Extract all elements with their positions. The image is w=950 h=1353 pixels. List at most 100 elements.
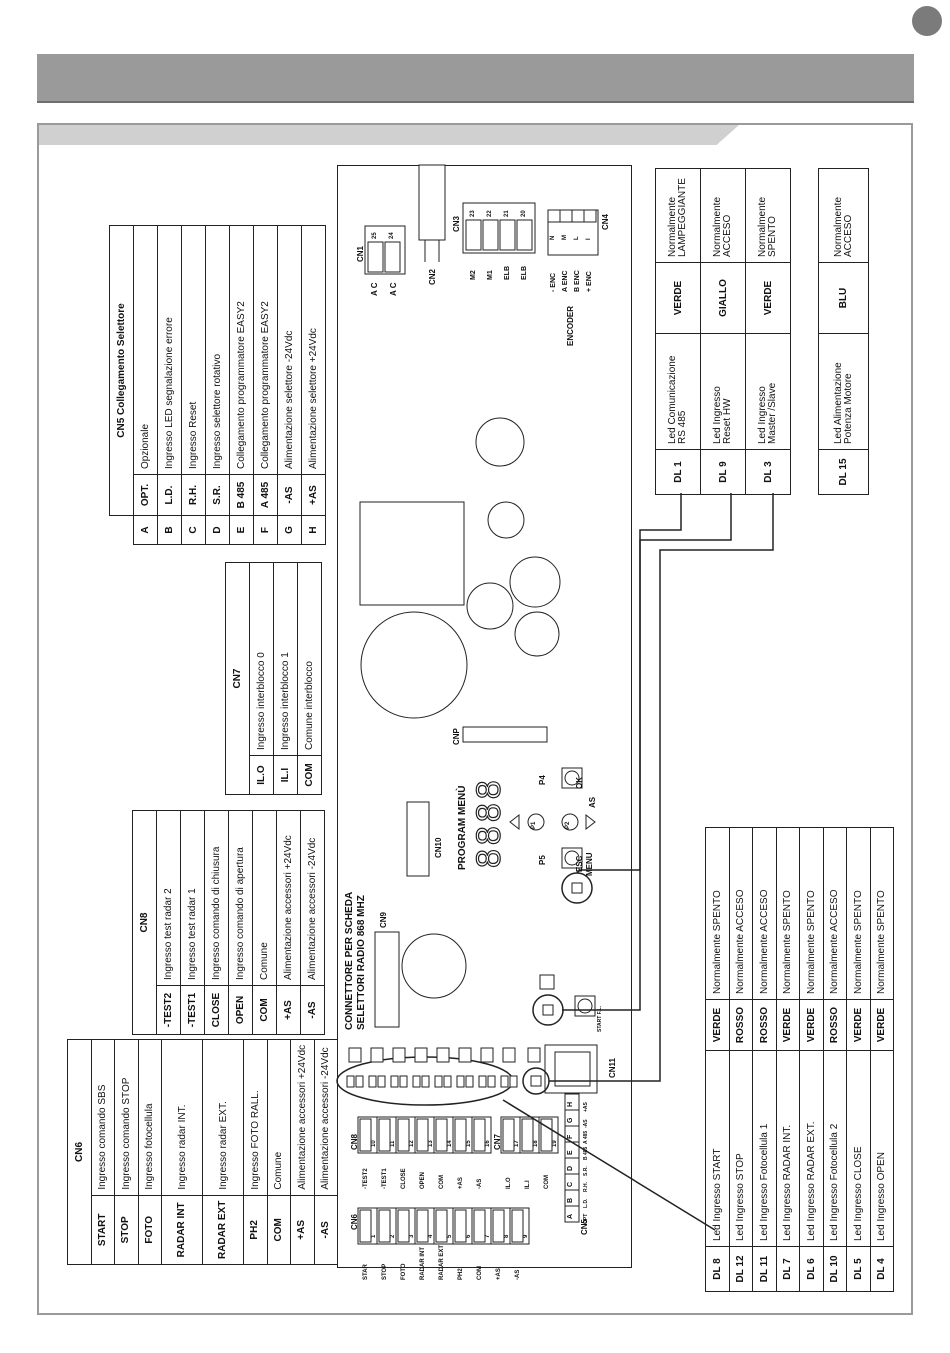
cn8-pin-label: CLOSE	[401, 1168, 407, 1189]
cn6-pin-label: PH2	[458, 1268, 464, 1280]
cn5-pin-label: A 485	[583, 1130, 589, 1144]
cn8-pin-number: 13	[428, 1140, 434, 1147]
as-label: AS	[588, 796, 597, 808]
cn6-pin-label: STOP	[382, 1263, 388, 1280]
cn5-pin-number: C	[567, 1181, 574, 1187]
cn7-pin-number: 17	[514, 1140, 520, 1147]
capacitor-4	[466, 582, 514, 630]
led-indicator	[355, 1075, 364, 1088]
cn5-pin-label: S.R.	[583, 1166, 589, 1176]
capacitor-2	[487, 501, 525, 539]
led-lens	[414, 1047, 428, 1063]
cn7-board-label: CN7	[493, 1133, 502, 1150]
cn7-pin-number: 18	[533, 1140, 539, 1147]
page-marker-circle	[912, 6, 942, 36]
cn3-pin-label: M2	[470, 270, 477, 280]
cn5-pin-label: R.H.	[583, 1182, 589, 1192]
cn7-pin-label: COM	[544, 1175, 550, 1189]
cn3-pin-number: 21	[504, 210, 510, 217]
cn6-pin-label: -AS	[515, 1269, 521, 1280]
cn6-pin-number: 6	[466, 1234, 472, 1238]
ac-label-1: A C	[370, 282, 379, 296]
cn4-pin-number: M	[562, 235, 568, 240]
capacitor-3	[509, 556, 561, 608]
cn1-pin-number: 25	[372, 232, 378, 239]
cn8-pin-number: 15	[466, 1140, 472, 1147]
cn6-pin-number: 3	[409, 1234, 415, 1238]
led-lens	[480, 1047, 494, 1063]
encoder-label: ENCODER	[566, 305, 575, 346]
cn6-pin-number: 9	[523, 1234, 529, 1238]
cn6-board-label: CN6	[350, 1213, 359, 1230]
cn6-pin-label: FOTO	[401, 1263, 407, 1280]
cn3-pin-number: 22	[487, 210, 493, 217]
capacitor-1	[475, 417, 525, 467]
cn8-pin-label: COM	[439, 1175, 445, 1189]
led-indicator	[390, 1075, 399, 1088]
cn3-pin-number: 23	[470, 210, 476, 217]
cn5-pin-number: B	[567, 1197, 574, 1203]
cn8-board-label: CN8	[350, 1133, 359, 1150]
start-fl-label: START F.L.	[597, 1005, 603, 1032]
cn5-pin-number: G	[567, 1117, 574, 1123]
cn9-connector	[374, 931, 400, 1028]
cn8-pin-label: +AS	[458, 1177, 464, 1189]
cn6-pin-label: +AS	[496, 1268, 502, 1280]
led-lens	[502, 1047, 516, 1063]
cn5-pin-number: H	[567, 1101, 574, 1107]
program-menu-label: PROGRAM MENÙ	[457, 785, 468, 870]
led-indicator	[421, 1075, 430, 1088]
led-indicator	[443, 1075, 452, 1088]
cn4-pin-label: A ENC	[562, 270, 569, 292]
cn5-pin-number: D	[567, 1165, 574, 1171]
esc-label: ESC	[575, 855, 584, 872]
radio-label-1: CONNETTORE PER SCHEDA	[344, 891, 355, 1030]
cn4-label: CN4	[601, 213, 610, 230]
cn6-pin-label: STAR	[363, 1264, 369, 1280]
cn8-pin-number: 14	[447, 1140, 453, 1147]
cn6-pin-number: 1	[371, 1234, 377, 1238]
cn4-pin-label: + ENC	[586, 271, 593, 292]
cn8-pin-number: 12	[409, 1140, 415, 1147]
capacitor-6	[401, 933, 467, 999]
cn2-cable	[418, 164, 446, 241]
cn3-pin-label: M1	[487, 270, 494, 280]
cn9-label: CN9	[379, 911, 388, 928]
content-frame	[37, 123, 913, 1315]
radio-label-2: SELETTORI RADIO 868 MHZ	[356, 895, 367, 1030]
p2-label: P2	[565, 821, 571, 829]
led-indicator	[500, 1075, 509, 1088]
p2-button[interactable]	[561, 813, 579, 831]
cn6-pin-number: 4	[428, 1234, 434, 1238]
cn1-label: CN1	[356, 245, 365, 262]
arrow-left-icon	[509, 813, 520, 831]
cn6-pin-label: COM	[477, 1266, 483, 1280]
led-indicator	[465, 1075, 474, 1088]
led-lens	[392, 1047, 406, 1063]
cn4-pin-number: N	[550, 235, 556, 240]
cn3-label: CN3	[452, 215, 461, 232]
ac-label-2: A C	[389, 282, 398, 296]
cn8-pin-label: -TEST2	[363, 1168, 369, 1189]
cn5-pin-number: E	[567, 1150, 574, 1155]
cn3-pin-label: ELB	[504, 266, 511, 280]
cn4-pin-number: I	[586, 238, 592, 240]
cn5-pin-label: L.D.	[583, 1198, 589, 1208]
control-board	[337, 165, 632, 1268]
cn8-pin-label: OPEN	[420, 1171, 426, 1189]
led-indicator	[377, 1075, 386, 1088]
cn1-pin-number: 24	[389, 232, 395, 239]
svg-text:8888: 8888	[470, 776, 508, 868]
cn6-pin-number: 7	[485, 1234, 491, 1238]
cn4-pin-label: B ENC	[574, 270, 581, 292]
led-indicator	[368, 1075, 377, 1088]
cn4-pin-number: L	[574, 236, 580, 240]
p1-button[interactable]	[527, 813, 545, 831]
led-indicator	[412, 1075, 421, 1088]
capacitor-5	[514, 611, 560, 657]
cn11-label: CN11	[608, 1057, 617, 1078]
ok-label: OK	[575, 777, 584, 789]
seven-segment-display: 8888	[469, 776, 508, 869]
cnp-label: CNP	[452, 728, 461, 745]
